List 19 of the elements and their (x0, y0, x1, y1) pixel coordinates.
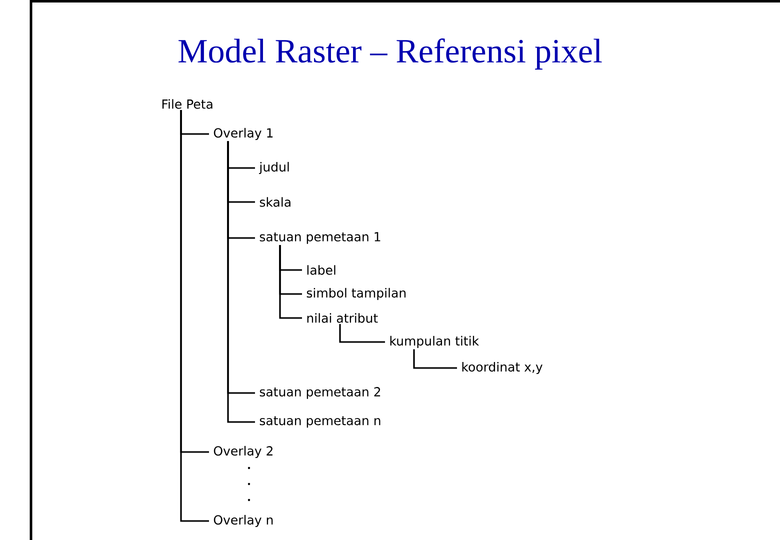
title: Model Raster – Referensi pixel (178, 38, 602, 70)
tree-connector (180, 110, 209, 522)
tree-item: Overlay n (214, 514, 273, 528)
tree-item: simbol tampilan (306, 288, 406, 300)
tree-item: satuan pemetaan n (260, 416, 380, 428)
tree-item: skala (260, 197, 290, 207)
tree-connector (339, 324, 385, 343)
tree-item: Overlay 2 (214, 446, 272, 458)
tree-connector (279, 245, 302, 319)
tree-item: satuan pemetaan 2 (260, 387, 380, 399)
tree-item: label (307, 265, 336, 275)
tree-item: Overlay 1 (214, 128, 273, 140)
tree-connector (413, 349, 457, 369)
tree-item: satuan pemetaan 1 (260, 232, 380, 244)
tree-item: koordinat x,y (462, 362, 542, 374)
tree-item: File Peta (162, 99, 212, 109)
tree-item: kumpulan titik (390, 336, 479, 348)
tree-item: nilai atribut (307, 313, 378, 323)
tree-item: judul (258, 162, 289, 174)
